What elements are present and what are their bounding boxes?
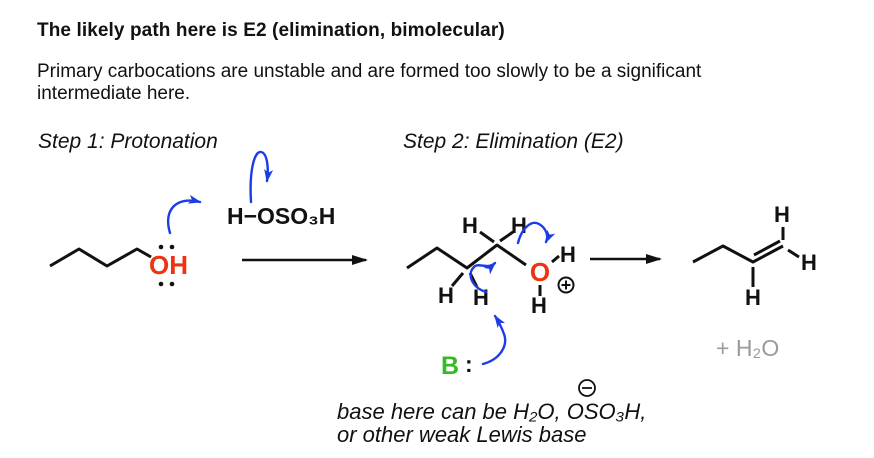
curved-arrow-oh-to-proton <box>166 194 202 235</box>
h-atom-label: H <box>438 283 454 308</box>
page-title: The likely path here is E2 (elimination,… <box>37 20 505 41</box>
base-caption: base here can be H₂O, OSO₃H, or other we… <box>337 399 647 447</box>
intro-paragraph: Primary carbocations are unstable and ar… <box>37 61 701 104</box>
base-lone-pair-label: : <box>465 351 473 377</box>
lone-pair-dots <box>158 244 175 287</box>
h-atom-label: H <box>531 293 547 318</box>
step1-label: Step 1: Protonation <box>38 130 218 153</box>
bond <box>499 230 514 243</box>
h-atom-label: H <box>745 285 761 310</box>
base-b-label: B <box>441 352 459 380</box>
h-atom-label: H <box>774 202 790 227</box>
base-caption-line-1: base here can be H₂O, OSO₃H, <box>337 399 647 424</box>
bond <box>406 243 527 270</box>
h-atom-label: H <box>560 242 576 267</box>
butanol-structure: OH <box>49 244 188 287</box>
bond <box>479 230 495 244</box>
curved-arrow-co-bond-to-oxygen <box>516 221 556 245</box>
base-caption-line-2: or other weak Lewis base <box>337 421 587 447</box>
hydroxyl-label: OH <box>149 250 188 280</box>
minus-charge-icon <box>578 379 596 397</box>
butene-structure: H H H <box>692 202 817 310</box>
bond <box>49 247 152 268</box>
bond <box>787 248 800 259</box>
bond <box>692 244 784 264</box>
bond <box>450 272 465 287</box>
double-bond <box>753 239 781 257</box>
bond <box>551 254 560 264</box>
oxygen-label: O <box>530 257 550 287</box>
h-atom-label: H <box>462 213 478 238</box>
curved-arrow-base-to-proton <box>481 314 507 366</box>
intro-line-1: Primary carbocations are unstable and ar… <box>37 61 702 82</box>
plus-charge-icon <box>557 276 575 294</box>
intro-line-2: intermediate here. <box>37 82 191 104</box>
curved-arrow-acid-bond-to-o <box>249 150 274 204</box>
curved-arrow-ch-bond-to-cc <box>469 261 497 294</box>
h-atom-label: H <box>511 213 527 238</box>
water-byproduct-label: + H₂O <box>716 335 779 361</box>
oxonium-structure: H H H H O H H <box>406 213 576 318</box>
sulfuric-acid-label: H−OSO₃H <box>227 203 335 229</box>
step2-label: Step 2: Elimination (E2) <box>403 130 624 153</box>
h-atom-label: H <box>801 250 817 275</box>
